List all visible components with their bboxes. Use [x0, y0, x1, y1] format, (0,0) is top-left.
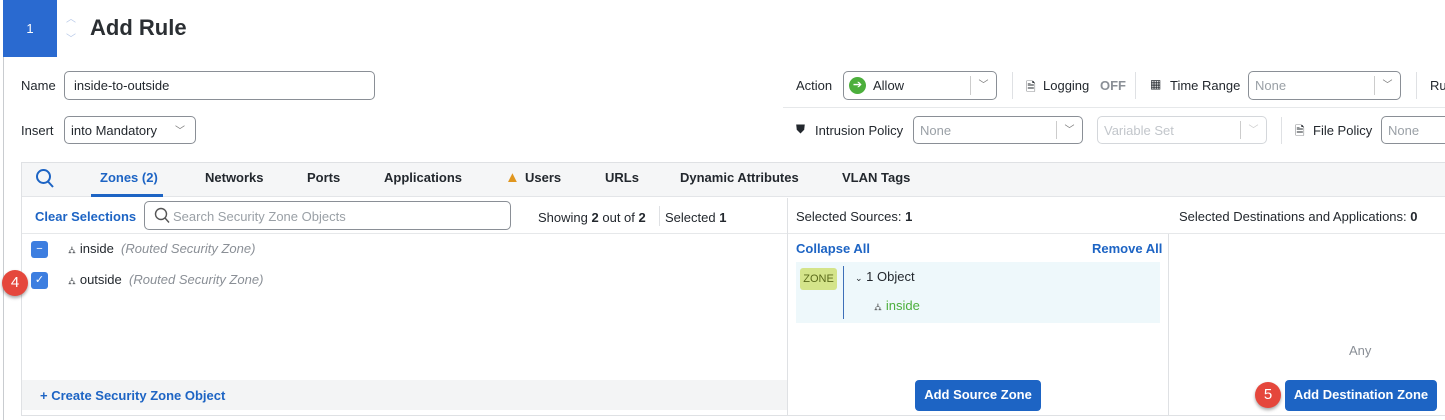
tab-vlan-tags[interactable]: VLAN Tags — [842, 170, 911, 185]
logging-label[interactable]: Logging — [1043, 78, 1090, 93]
variable-set-placeholder: Variable Set — [1104, 123, 1174, 138]
tab-users[interactable]: Users — [525, 170, 562, 185]
chevron-down-icon: ﹀ — [970, 76, 996, 95]
rule-number-box: 1 — [3, 0, 57, 57]
logging-value[interactable]: OFF — [1100, 78, 1126, 93]
document-icon: 🗎 — [1026, 80, 1036, 94]
chevron-down-icon: ⌄ — [855, 273, 863, 283]
chevron-down-icon: ﹀ — [175, 126, 185, 137]
time-range-value: None — [1255, 78, 1287, 93]
page-title: Add Rule — [90, 15, 187, 40]
tab-urls[interactable]: URLs — [605, 170, 639, 185]
shield-icon: ⛊ — [796, 122, 806, 136]
add-destination-zone-button[interactable]: Add Destination Zone — [1285, 380, 1437, 411]
variable-set-select: Variable Set ﹀ — [1097, 116, 1267, 144]
divider — [1012, 72, 1013, 99]
selected-source-item: ⛼inside — [874, 298, 920, 313]
selected-count: Selected 1 — [665, 210, 727, 225]
divider — [659, 206, 660, 226]
showing-count: Showing 2 out of 2 — [538, 210, 646, 225]
calendar-clock-icon: ▦ — [1150, 77, 1162, 91]
insert-select[interactable]: into Mandatory ﹀ — [64, 116, 196, 144]
remove-all-link[interactable]: Remove All — [1092, 241, 1163, 256]
tab-ports[interactable]: Ports — [307, 170, 341, 185]
file-policy-value: None — [1388, 123, 1420, 138]
search-icon — [154, 207, 170, 223]
zone-hierarchy-icon: ⛼ — [68, 245, 76, 256]
time-range-select[interactable]: None ﹀ — [1248, 71, 1401, 100]
name-input[interactable]: inside-to-outside — [64, 71, 375, 100]
intrusion-policy-select[interactable]: None ﹀ — [913, 116, 1083, 144]
insert-value: into Mandatory — [71, 123, 157, 138]
active-tab-underline — [91, 194, 163, 197]
file-policy-label: File Policy — [1313, 123, 1373, 138]
action-select[interactable]: ➔ Allow ﹀ — [843, 71, 997, 100]
move-down-icon[interactable]: ﹀ — [66, 34, 76, 45]
file-policy-select[interactable]: None — [1381, 116, 1445, 144]
page-border — [3, 0, 4, 420]
action-label: Action — [796, 78, 833, 93]
divider — [1416, 72, 1417, 99]
name-label: Name — [21, 78, 56, 93]
allow-arrow-icon: ➔ — [849, 77, 866, 94]
warning-icon: ▲ — [505, 169, 520, 186]
zone-checkbox-inside[interactable]: − — [31, 241, 48, 258]
intrusion-policy-label: Intrusion Policy — [815, 123, 904, 138]
tab-networks[interactable]: Networks — [205, 170, 264, 185]
list-item[interactable]: ⛼outside (Routed Security Zone) — [68, 272, 264, 287]
zone-hierarchy-icon: ⛼ — [68, 276, 76, 287]
chevron-down-icon: ﹀ — [1240, 121, 1266, 139]
insert-label: Insert — [21, 123, 54, 138]
step-badge-4: 4 — [2, 270, 28, 296]
divider — [1135, 72, 1136, 99]
move-up-icon[interactable]: ︿ — [66, 14, 76, 25]
search-placeholder: Search Security Zone Objects — [173, 209, 346, 224]
divider — [783, 107, 1445, 108]
list-item[interactable]: ⛼inside (Routed Security Zone) — [68, 241, 256, 256]
divider — [22, 233, 1445, 234]
tab-zones[interactable]: Zones (2) — [100, 170, 158, 185]
zone-checkbox-outside[interactable]: ✓ — [31, 272, 48, 289]
chevron-down-icon: ﹀ — [1374, 76, 1400, 95]
create-zone-bar — [22, 380, 787, 410]
time-range-label: Time Range — [1170, 78, 1241, 93]
clear-selections-link[interactable]: Clear Selections — [35, 209, 137, 224]
divider — [787, 198, 788, 415]
group-toggle[interactable]: ⌄ 1 Object — [855, 269, 915, 284]
intrusion-policy-value: None — [920, 123, 952, 138]
name-value: inside-to-outside — [74, 78, 170, 93]
tab-applications[interactable]: Applications — [384, 170, 463, 185]
divider — [1281, 117, 1282, 144]
destinations-header: Selected Destinations and Applications: … — [1179, 209, 1418, 224]
selected-sources-group — [796, 262, 1160, 323]
tab-bar — [22, 163, 1445, 197]
action-value: Allow — [873, 78, 905, 93]
chevron-down-icon: ﹀ — [1056, 121, 1082, 139]
tab-dynamic-attributes[interactable]: Dynamic Attributes — [680, 170, 799, 185]
divider — [1168, 234, 1169, 415]
search-icon[interactable] — [35, 168, 55, 188]
file-shield-icon: 🗎 — [1295, 124, 1305, 138]
zone-search-input[interactable]: Search Security Zone Objects — [144, 201, 511, 230]
add-source-zone-button[interactable]: Add Source Zone — [915, 380, 1041, 411]
create-zone-link[interactable]: + Create Security Zone Object — [40, 388, 226, 403]
truncated-label: Ru — [1430, 78, 1445, 93]
step-badge-5: 5 — [1255, 382, 1281, 408]
zone-tag: ZONE — [800, 268, 837, 290]
destinations-empty: Any — [1349, 343, 1372, 358]
zone-hierarchy-icon: ⛼ — [874, 302, 882, 313]
collapse-all-link[interactable]: Collapse All — [796, 241, 870, 256]
divider — [843, 266, 844, 319]
sources-header: Selected Sources: 1 — [796, 209, 913, 224]
